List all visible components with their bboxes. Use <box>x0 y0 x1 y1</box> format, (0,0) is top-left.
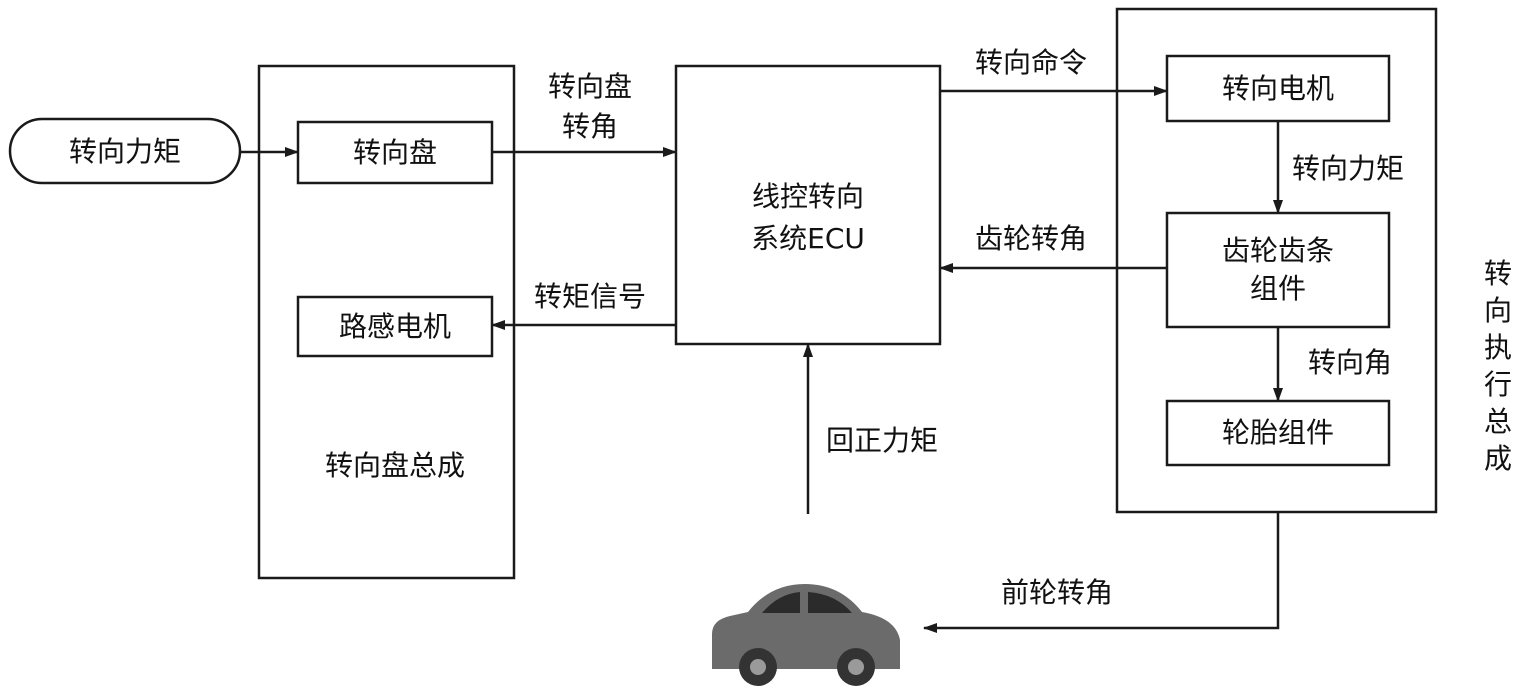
rack-pinion-label-line2: 组件 <box>1250 272 1306 305</box>
actuator-assembly-char-4: 行 <box>1484 368 1512 401</box>
actuator-assembly-char-3: 执 <box>1484 331 1512 364</box>
actuator-assembly-char-5: 总 <box>1484 405 1512 438</box>
car-front-window <box>762 592 800 613</box>
edge-label-aligning-torque: 回正力矩 <box>826 424 938 457</box>
arrow-front-wheel-angle <box>923 512 1280 633</box>
car-hub-rear <box>848 659 864 675</box>
edge-label-gear-angle: 齿轮转角 <box>975 222 1087 255</box>
edge-label-motor-torque: 转向力矩 <box>1292 152 1404 185</box>
edge-label-torque-signal: 转矩信号 <box>534 280 646 313</box>
tire-assembly-node <box>1165 399 1391 467</box>
actuator-assembly-char-2: 向 <box>1484 294 1512 327</box>
edge-label-front-wheel-angle: 前轮转角 <box>1001 576 1113 609</box>
edge-label-steering-angle: 转向角 <box>1308 346 1392 379</box>
steering-wheel-assembly-label: 转向盘总成 <box>325 449 465 482</box>
car-rear-window <box>808 592 852 613</box>
rack-pinion-label-line1: 齿轮齿条 <box>1222 234 1334 267</box>
steering-motor-label: 转向电机 <box>1222 72 1334 105</box>
car-hub-front <box>750 659 766 675</box>
road-feel-motor-node <box>296 295 494 358</box>
tire-assembly-label: 轮胎组件 <box>1222 416 1334 449</box>
steering-wheel-label: 转向盘 <box>353 136 437 169</box>
edge-label-steering-command: 转向命令 <box>975 46 1087 79</box>
car-icon <box>712 584 900 686</box>
edge-label-wheel-angle-1: 转向盘 <box>548 70 632 103</box>
rack-pinion-node <box>1165 211 1391 329</box>
car-body <box>712 584 900 669</box>
ecu-label-line2: 系统ECU <box>751 222 865 255</box>
steering-torque-input-label: 转向力矩 <box>69 135 181 168</box>
ecu-label-line1: 线控转向 <box>752 180 864 213</box>
actuator-assembly-char-1: 转 <box>1484 257 1512 290</box>
road-feel-motor-label: 路感电机 <box>339 310 451 343</box>
edge-label-wheel-angle-2: 转角 <box>562 110 618 143</box>
actuator-assembly-char-6: 成 <box>1484 442 1512 475</box>
steering-wheel-node <box>296 120 494 185</box>
